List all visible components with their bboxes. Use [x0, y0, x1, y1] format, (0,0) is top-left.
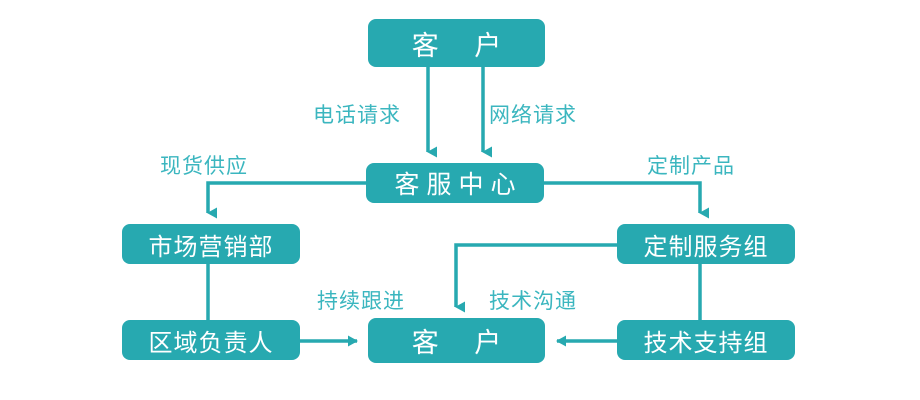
edge-center-to-marketing — [206, 181, 366, 219]
edge-label-phone-request: 电话请求 — [313, 104, 401, 127]
edge-label-spot-supply: 现货供应 — [160, 155, 248, 178]
node-service-center[interactable]: 客服中心 — [366, 163, 544, 203]
node-custom-service-group[interactable]: 定制服务组 — [617, 224, 795, 264]
node-customer-bottom[interactable]: 客 户 — [368, 318, 545, 363]
edge-label-network-request: 网络请求 — [489, 104, 577, 127]
node-regional-manager[interactable]: 区域负责人 — [122, 320, 300, 360]
edge-center-to-custom-service — [544, 181, 709, 219]
edge-label-follow-up: 持续跟进 — [317, 290, 405, 313]
edge-label-custom-product: 定制产品 — [647, 155, 735, 178]
node-tech-support-group[interactable]: 技术支持组 — [617, 320, 795, 360]
node-customer-top[interactable]: 客 户 — [368, 19, 545, 67]
edge-label-tech-communication: 技术沟通 — [489, 290, 577, 313]
node-marketing-dept[interactable]: 市场营销部 — [122, 224, 300, 264]
